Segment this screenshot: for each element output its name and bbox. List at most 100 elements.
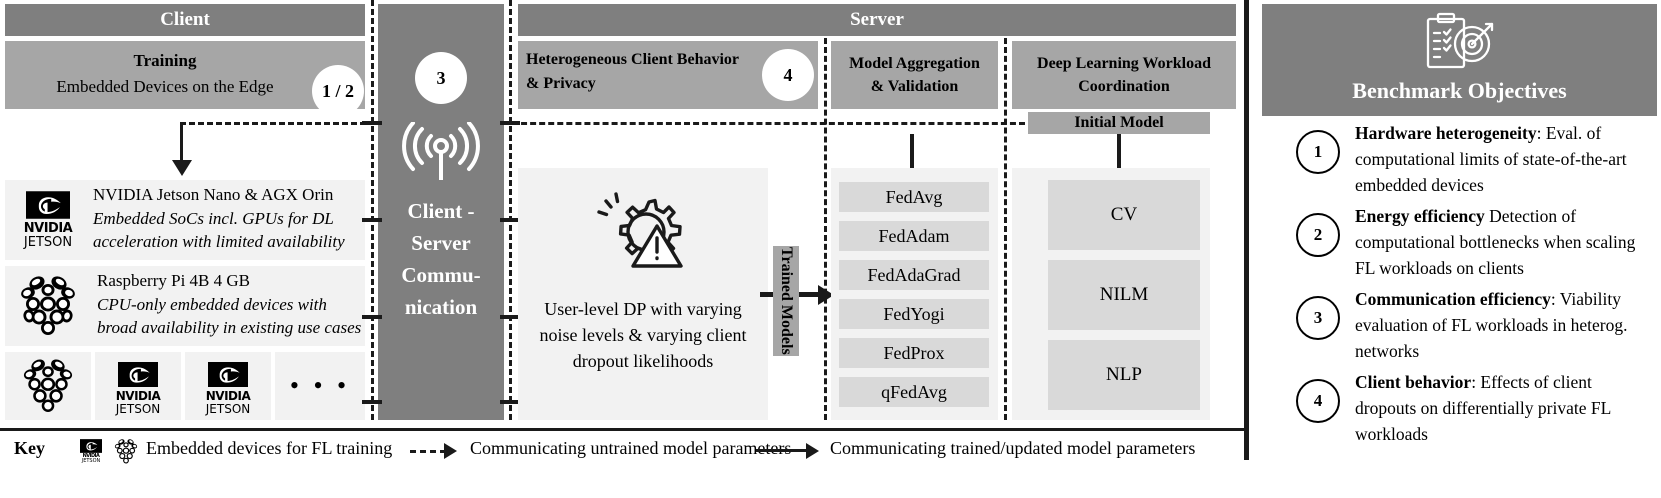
- objective-bold-2: Energy efficiency: [1355, 206, 1485, 226]
- client-training-title-label: Training: [133, 51, 197, 70]
- client-training-sub-label: Embedded Devices on the Edge: [56, 77, 274, 96]
- gear-warning-icon: [597, 192, 683, 268]
- communication-badge: 3: [415, 52, 467, 104]
- objective-bold-1: Hardware heterogeneity: [1355, 123, 1537, 143]
- aggregation-chip-fedprox[interactable]: FedProx: [839, 338, 989, 368]
- ellipsis-icon: • • •: [289, 371, 351, 400]
- server-column-header-aggregation-line2: & Validation: [870, 77, 959, 95]
- device-card-raspberrypi-desc-1: CPU-only embedded devices with: [97, 295, 327, 314]
- objective-rest-2: Detection of computational bottlenecks w…: [1355, 206, 1636, 278]
- communication-column: 3 Client - Server Commu- nication: [378, 4, 504, 420]
- raspberry-pi-logo: [13, 272, 83, 340]
- objective-badge-label: 3: [1313, 308, 1323, 327]
- untrained-params-down-line: [180, 122, 183, 164]
- wireless-signal-icon: [401, 122, 481, 184]
- workload-chip-label: NLP: [1106, 364, 1142, 385]
- objective-badge-3: 3: [1296, 296, 1340, 340]
- key-entry-trained-text: Communicating trained/updated model para…: [830, 438, 1196, 458]
- separator-client-comm: [371, 0, 374, 420]
- device-card-jetson[interactable]: NVIDIA JETSON NVIDIA Jetson Nano & AGX O…: [5, 180, 365, 260]
- aggregation-chip-fedadagrad[interactable]: FedAdaGrad: [839, 260, 989, 290]
- aggregation-chip-fedadam[interactable]: FedAdam: [839, 221, 989, 251]
- workload-chip-nlp[interactable]: NLP: [1048, 340, 1200, 410]
- client-training-header: Training Embedded Devices on the Edge 1 …: [5, 41, 365, 117]
- trained-models-label-text: Trained Models: [778, 247, 795, 355]
- device-thumb-jetson-2[interactable]: NVIDIA JETSON: [185, 352, 271, 420]
- device-thumb-more: • • •: [275, 352, 365, 420]
- key-entry-devices-text: Embedded devices for FL training: [146, 438, 393, 458]
- objective-item-4: 4 Client behavior: Effects of client dro…: [1262, 369, 1657, 451]
- workload-chip-cv[interactable]: CV: [1048, 180, 1200, 250]
- connector-stub-server-bot: [500, 400, 520, 404]
- objective-badge-label: 1: [1313, 142, 1323, 161]
- objective-badge-label: 2: [1313, 225, 1323, 244]
- key-divider-line: [0, 428, 1244, 431]
- client-badge-label: 1 / 2: [321, 80, 354, 101]
- client-training-title: Training: [5, 49, 325, 73]
- nvidia-jetson-logo: NVIDIA JETSON: [185, 358, 271, 418]
- workload-chip-nilm[interactable]: NILM: [1048, 260, 1200, 330]
- privacy-panel: User-level DP with varying noise levels …: [518, 168, 768, 420]
- objective-badge-1: 1: [1296, 130, 1340, 174]
- server-column-header-aggregation: Model Aggregation & Validation: [831, 41, 998, 109]
- server-column-header-privacy: Heterogeneous Client Behavior & Privacy …: [518, 41, 818, 109]
- wireless-signal-icon: [402, 122, 480, 180]
- key-dashed-arrowhead: [444, 443, 457, 459]
- aggregation-chip-label: FedAdaGrad: [867, 264, 961, 285]
- device-card-jetson-desc-2: acceleration with limited availability: [93, 232, 345, 251]
- initial-model-dashed-path: [512, 122, 1025, 125]
- aggregation-chip-fedavg[interactable]: FedAvg: [839, 182, 989, 212]
- aggregation-chip-label: FedAdam: [878, 225, 950, 246]
- privacy-text-line-2: noise levels & varying client: [539, 324, 747, 345]
- connector-stub-server-mid: [500, 218, 520, 222]
- objective-item-2: 2 Energy efficiency Detection of computa…: [1262, 203, 1657, 285]
- key-label: Key: [14, 438, 45, 458]
- untrained-params-dashed-path: [180, 122, 510, 125]
- device-card-jetson-title: NVIDIA Jetson Nano & AGX Orin: [93, 185, 334, 204]
- nvidia-wordmark: NVIDIA: [23, 221, 73, 236]
- separator-comm-server: [509, 0, 512, 420]
- aggregation-up-line: [910, 134, 914, 180]
- nvidia-wordmark: NVIDIA: [205, 388, 251, 403]
- raspberry-pi-logo: [112, 436, 140, 466]
- communication-label-line-4: nication: [404, 294, 478, 319]
- nvidia-eye-icon: [208, 361, 248, 387]
- device-card-jetson-desc-1: Embedded SoCs incl. GPUs for DL: [93, 209, 334, 228]
- initial-model-down-line: [1117, 134, 1121, 180]
- server-column-header-privacy-line2: & Privacy: [526, 75, 596, 92]
- nvidia-jetson-logo: NVIDIA JETSON: [95, 358, 181, 418]
- raspberry-pi-icon: [21, 276, 75, 335]
- connector-stub-client-low: [362, 315, 382, 319]
- server-column-header-workload: Deep Learning Workload Coordination: [1012, 41, 1236, 109]
- connector-stub-client-bot: [362, 400, 382, 404]
- key-solid-arrowhead: [806, 443, 819, 459]
- nvidia-wordmark: NVIDIA: [82, 452, 100, 459]
- server-column-header-workload-line2: Coordination: [1078, 77, 1170, 95]
- connector-stub-client-top: [362, 121, 382, 125]
- nvidia-wordmark: NVIDIA: [115, 388, 161, 403]
- communication-label-line-3: Commu-: [401, 262, 481, 287]
- key-solid-arrow-line: [756, 449, 808, 452]
- jetson-wordmark: JETSON: [205, 401, 251, 416]
- untrained-params-arrowhead: [172, 160, 192, 176]
- aggregation-chip-qfedavg[interactable]: qFedAvg: [839, 377, 989, 407]
- jetson-wordmark: JETSON: [23, 235, 73, 250]
- device-card-raspberrypi[interactable]: Raspberry Pi 4B 4 GB CPU-only embedded d…: [5, 266, 365, 346]
- device-thumb-raspberrypi[interactable]: [5, 352, 91, 420]
- objective-item-1: 1 Hardware heterogeneity: Eval. of compu…: [1262, 120, 1657, 202]
- objectives-panel-divider: [1244, 0, 1249, 460]
- device-thumb-jetson-1[interactable]: NVIDIA JETSON: [95, 352, 181, 420]
- nvidia-jetson-logo: NVIDIA JETSON: [74, 436, 108, 466]
- objective-badge-4: 4: [1296, 379, 1340, 423]
- communication-badge-label: 3: [436, 67, 446, 88]
- objective-rest-3: : Viability evaluation of FL workloads i…: [1355, 289, 1628, 361]
- client-training-sub: Embedded Devices on the Edge: [5, 75, 325, 99]
- server-header-label: Server: [850, 9, 904, 30]
- aggregation-chip-fedyogi[interactable]: FedYogi: [839, 299, 989, 329]
- key-dashed-arrow-line: [410, 450, 446, 453]
- workload-panel: CV NILM NLP: [1012, 168, 1210, 420]
- raspberry-pi-icon: [114, 438, 138, 463]
- device-card-raspberrypi-title: Raspberry Pi 4B 4 GB: [97, 271, 250, 290]
- jetson-wordmark: JETSON: [81, 457, 101, 464]
- objective-text-4: Client behavior: Effects of client dropo…: [1355, 369, 1651, 447]
